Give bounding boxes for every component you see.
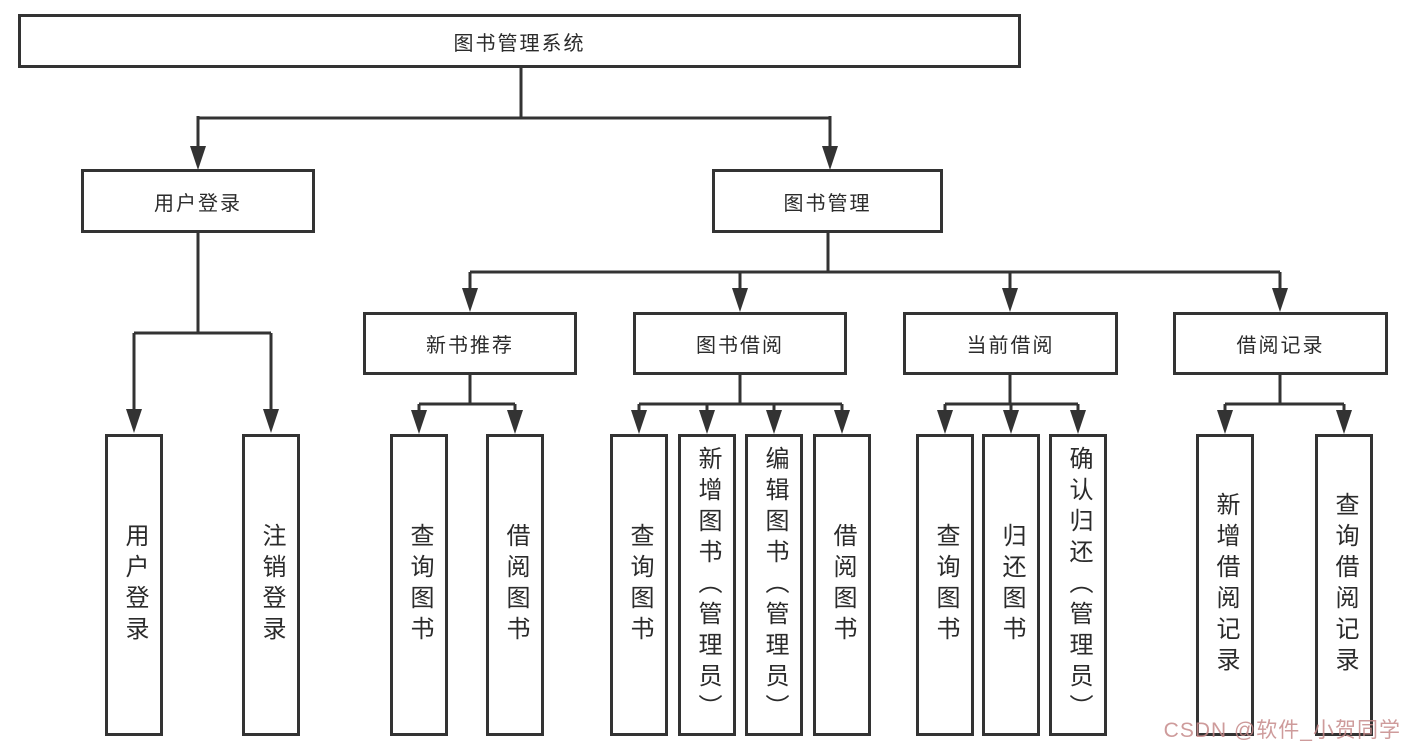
leaf-borrow-books-label: 借阅图书 [829,523,856,647]
arrowhead [1002,288,1018,312]
node-user-login: 用户登录 [81,169,315,233]
arrowhead [1003,410,1019,434]
node-current-borrow: 当前借阅 [903,312,1118,375]
leaf-query-books-recommend: 查询图书 [390,434,448,736]
arrowhead [631,410,647,434]
leaf-add-books-admin: 新增图书（管理员） [678,434,736,736]
node-root-label: 图书管理系统 [453,32,586,55]
leaf-return-books: 归还图书 [982,434,1040,736]
arrowhead [937,410,953,434]
node-book-borrow-label: 图书借阅 [696,335,784,357]
leaf-logout: 注销登录 [242,434,300,736]
leaf-query-books-borrow: 查询图书 [610,434,668,736]
leaf-borrow-books: 借阅图书 [813,434,871,736]
leaf-edit-books-admin: 编辑图书（管理员） [745,434,803,736]
arrowhead [834,410,850,434]
leaf-add-borrow-record-label: 新增借阅记录 [1212,492,1239,678]
node-book-borrow: 图书借阅 [633,312,847,375]
arrowhead [732,288,748,312]
node-new-book-recommend: 新书推荐 [363,312,577,375]
arrowhead [699,410,715,434]
node-book-management-label: 图书管理 [783,192,872,215]
leaf-borrow-books-recommend-label: 借阅图书 [502,523,529,647]
connector-root [196,66,832,148]
connector-current-borrow [943,375,1080,412]
leaf-query-books-current-label: 查询图书 [932,523,959,647]
connector-book-management [468,233,1282,290]
node-new-book-recommend-label: 新书推荐 [426,335,514,357]
arrowhead [1070,410,1086,434]
leaf-logout-label: 注销登录 [258,523,285,647]
arrowhead [411,410,427,434]
leaf-query-borrow-record: 查询借阅记录 [1315,434,1373,736]
leaf-return-books-label: 归还图书 [998,523,1025,647]
leaf-user-login-label: 用户登录 [121,523,148,647]
leaf-query-books-recommend-label: 查询图书 [406,523,433,647]
leaf-confirm-return-admin-label: 确认归还（管理员） [1065,445,1092,725]
connector-borrow-records [1223,375,1346,412]
connector-book-borrow [637,375,844,412]
leaf-query-borrow-record-label: 查询借阅记录 [1331,492,1358,678]
arrowhead [766,410,782,434]
connector-new-book [417,375,517,412]
arrowhead [126,409,142,433]
node-root: 图书管理系统 [18,14,1021,68]
leaf-add-books-admin-label: 新增图书（管理员） [694,445,721,725]
node-current-borrow-label: 当前借阅 [966,335,1055,357]
node-borrow-records-label: 借阅记录 [1236,335,1325,357]
node-book-management: 图书管理 [712,169,943,233]
arrowhead [462,288,478,312]
arrowhead [263,409,279,433]
csdn-watermark: CSDN @软件_小贺同学 [1163,719,1401,742]
arrowhead [507,410,523,434]
connector-user-login [132,233,273,411]
arrowhead [822,146,838,170]
leaf-user-login: 用户登录 [105,434,163,736]
leaf-edit-books-admin-label: 编辑图书（管理员） [761,445,788,725]
leaf-borrow-books-recommend: 借阅图书 [486,434,544,736]
node-user-login-label: 用户登录 [154,192,242,215]
arrowhead [1272,288,1288,312]
arrowhead [1336,410,1352,434]
node-borrow-records: 借阅记录 [1173,312,1388,375]
leaf-query-books-borrow-label: 查询图书 [626,523,653,647]
arrowhead [1217,410,1233,434]
leaf-add-borrow-record: 新增借阅记录 [1196,434,1254,736]
leaf-query-books-current: 查询图书 [916,434,974,736]
arrowhead [190,146,206,170]
leaf-confirm-return-admin: 确认归还（管理员） [1049,434,1107,736]
